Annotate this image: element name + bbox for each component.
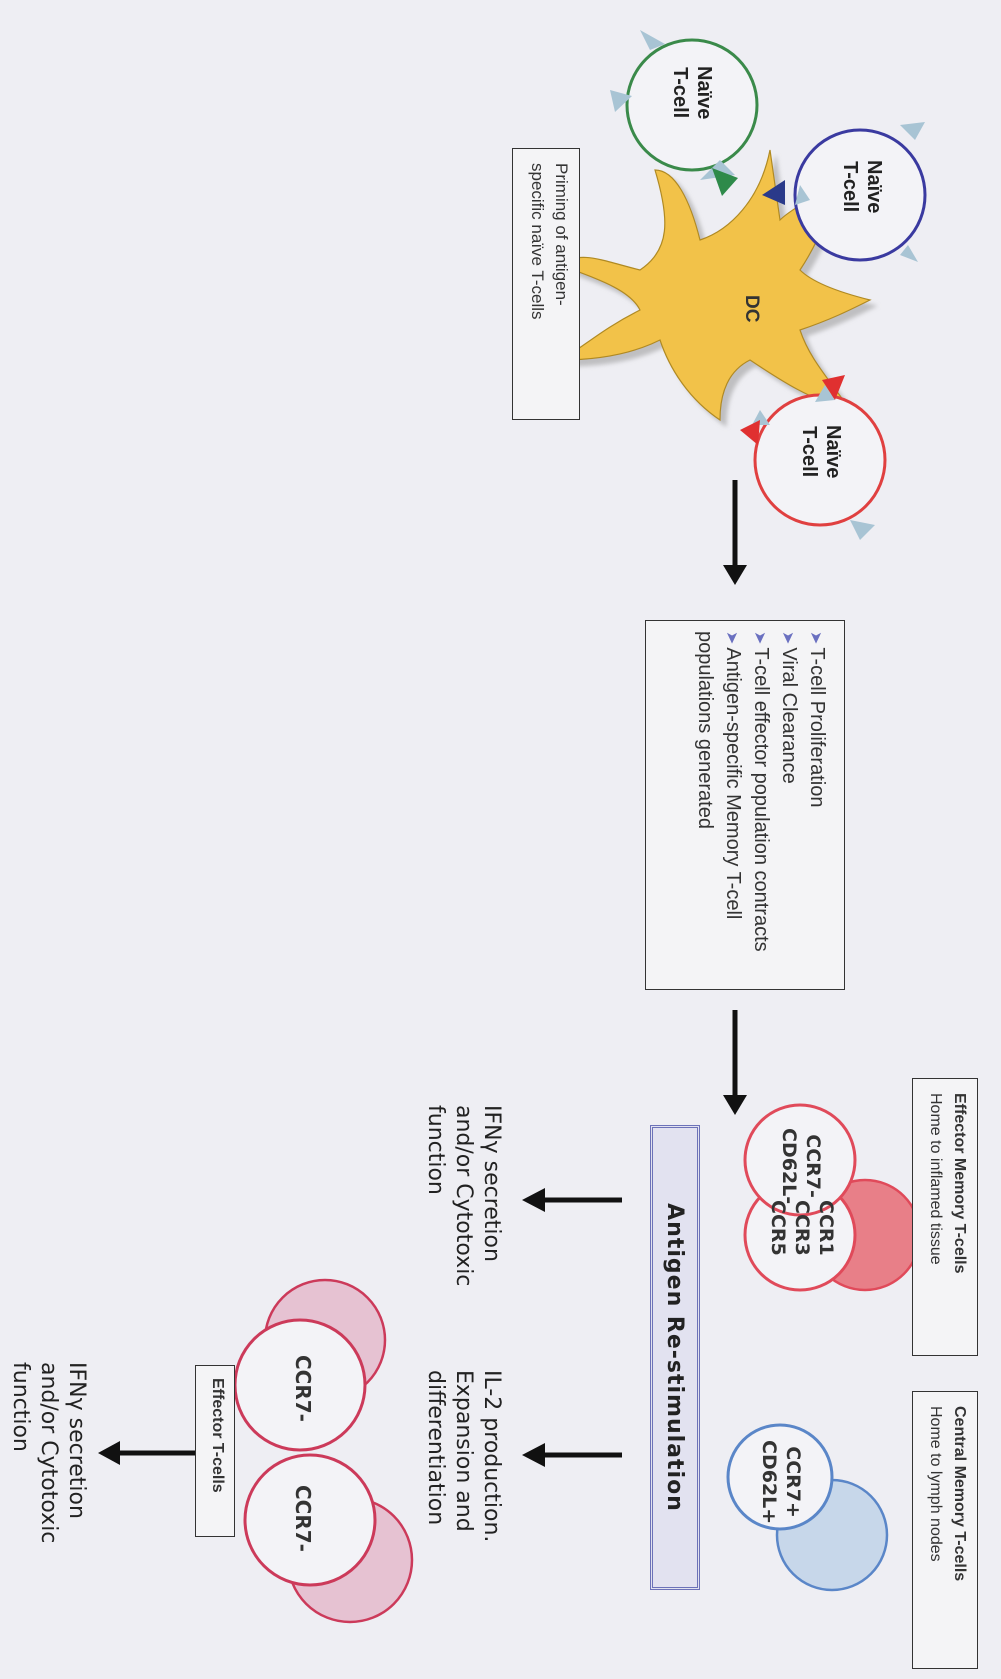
il2-line3: differentiation xyxy=(423,1370,448,1526)
outcomes-list: ➤T-cell Proliferation ➤Viral Clearance ➤… xyxy=(691,631,830,979)
arrow-down-2 xyxy=(723,1010,747,1115)
naive-tcell-red xyxy=(752,385,887,540)
chevron-icon: ➤ xyxy=(723,631,740,645)
central-memory-box: Central Memory T-cells Home to lymph nod… xyxy=(912,1391,978,1669)
effector-memory-cells xyxy=(743,1103,922,1292)
outcome-item: ➤T-cell Proliferation xyxy=(806,631,828,808)
outcome-item: ➤T-cell effector population contracts xyxy=(750,631,772,952)
central-memory-title: Central Memory T-cells xyxy=(951,1406,968,1582)
naive-blue-line2: T-cell xyxy=(839,161,861,213)
effector-memory-markers-2: CCR1 CCR3 CCR5 xyxy=(766,1200,838,1256)
ifn-lower-line2: and/or Cytotoxic xyxy=(36,1362,61,1544)
naive-red-line2: T-cell xyxy=(798,426,820,478)
ifn-lower-line3: function xyxy=(8,1362,33,1452)
receptor-red-2 xyxy=(740,420,760,445)
effector-marker-1: CCR7- xyxy=(291,1355,315,1422)
marker-ccr5: CCR5 xyxy=(767,1200,789,1256)
ifn-text-upper: IFNγ secretion and/or Cytotoxic function xyxy=(421,1105,505,1286)
effector-memory-title: Effector Memory T-cells xyxy=(951,1093,968,1274)
effector-memory-markers-1: CCR7- CD62L- xyxy=(777,1128,825,1204)
effector-tcells-box: Effector T-cells xyxy=(195,1365,235,1537)
central-memory-subtitle: Home to lymph nodes xyxy=(927,1406,944,1562)
antigen-restimulation-box: Antigen Re-stimulation xyxy=(650,1125,700,1590)
receptor-green xyxy=(712,168,738,196)
arrow-left-il2 xyxy=(522,1443,622,1467)
il2-line1: IL-2 production. xyxy=(479,1370,504,1543)
ifn-upper-line2: and/or Cytotoxic xyxy=(451,1105,476,1287)
il2-line2: Expansion and xyxy=(451,1370,476,1532)
marker-ccr7-neg: CCR7- xyxy=(802,1134,824,1198)
naive-tcell-label-blue: Naïve T-cell xyxy=(838,160,886,213)
naive-tcell-label-red: Naïve T-cell xyxy=(797,425,845,478)
central-memory-markers: CCR7+ CD62L+ xyxy=(757,1440,805,1524)
naive-tcell-green xyxy=(610,30,759,180)
central-memory-cells xyxy=(726,1423,889,1592)
marker-ccr1: CCR1 xyxy=(815,1200,837,1256)
dendritic-cell-shape xyxy=(558,149,872,422)
chevron-icon: ➤ xyxy=(779,631,796,645)
arrow-left-effector xyxy=(98,1441,195,1465)
outcome-item: populations generated xyxy=(694,631,716,829)
ifn-lower-line1: IFNγ secretion xyxy=(64,1362,89,1519)
outcomes-box: ➤T-cell Proliferation ➤Viral Clearance ➤… xyxy=(645,620,845,990)
outcome-item: ➤Antigen-specific Memory T-cell xyxy=(722,631,744,920)
effector-memory-box: Effector Memory T-cells Home to inflamed… xyxy=(912,1078,978,1356)
arrow-down-1 xyxy=(723,480,747,585)
restim-label: Antigen Re-stimulation xyxy=(662,1203,688,1512)
marker-ccr3: CCR3 xyxy=(791,1200,813,1256)
marker-ccr7-pos: CCR7+ xyxy=(782,1446,804,1518)
ifn-upper-line3: function xyxy=(423,1105,448,1195)
chevron-icon: ➤ xyxy=(807,631,824,645)
naive-blue-line1: Naïve xyxy=(863,160,885,214)
il2-text: IL-2 production. Expansion and different… xyxy=(421,1370,505,1542)
marker-cd62l-pos: CD62L+ xyxy=(758,1440,780,1525)
effector-tcells-label: Effector T-cells xyxy=(209,1378,226,1493)
dc-label: DC xyxy=(741,295,762,323)
naive-tcell-blue xyxy=(793,122,927,262)
arrow-left-ifn xyxy=(522,1188,622,1212)
naive-green-line1: Naïve xyxy=(693,66,715,120)
naive-tcell-label-green: Naïve T-cell xyxy=(668,66,716,119)
effector-marker-2: CCR7- xyxy=(291,1485,315,1552)
priming-box: Priming of antigen- specific naïve T-cel… xyxy=(512,148,580,420)
receptor-blue xyxy=(762,180,785,205)
naive-red-line1: Naïve xyxy=(822,425,844,479)
ifn-text-lower: IFNγ secretion and/or Cytotoxic function xyxy=(6,1362,90,1543)
effector-memory-subtitle: Home to inflamed tissue xyxy=(927,1093,944,1265)
naive-green-line2: T-cell xyxy=(669,67,691,119)
priming-line2: specific naïve T-cells xyxy=(528,163,547,320)
receptor-red-1 xyxy=(822,375,845,400)
outcome-item: ➤Viral Clearance xyxy=(778,631,800,784)
chevron-icon: ➤ xyxy=(751,631,768,645)
marker-cd62l-neg: CD62L- xyxy=(778,1128,800,1205)
ifn-upper-line1: IFNγ secretion xyxy=(479,1105,504,1262)
priming-line1: Priming of antigen- xyxy=(552,163,571,306)
effector-tcells xyxy=(233,1278,414,1624)
